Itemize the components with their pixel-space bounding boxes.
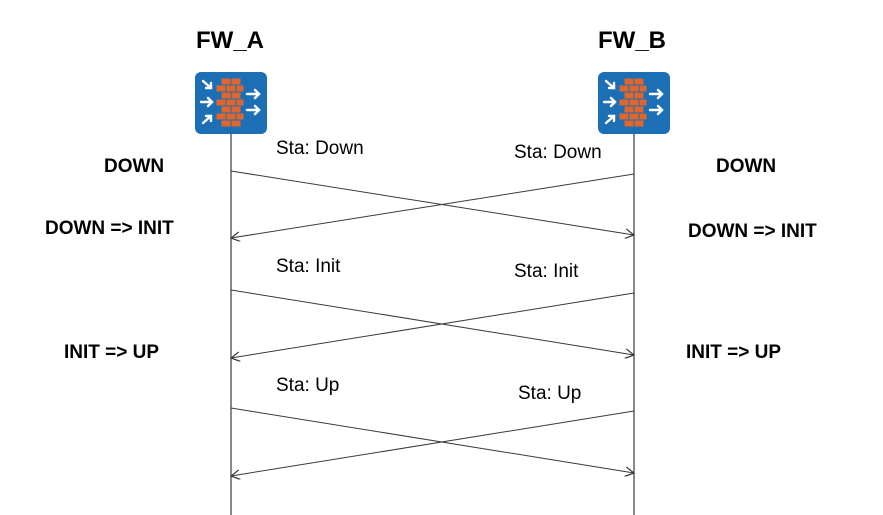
fw-a-state-1: DOWN [104,156,165,177]
fw-b-state-1: DOWN [716,156,777,177]
message-arrow-b-to-a-3 [231,410,635,476]
fw-b-state-3: INIT => UP [686,342,782,363]
message-label-b-1: Sta: Down [514,142,602,163]
node-title-fw-b: FW_B [598,27,666,54]
node-title-fw-a: FW_A [196,27,264,54]
message-arrow-a-to-b-2 [230,289,634,355]
message-label-a-2: Sta: Init [276,256,341,277]
message-label-a-3: Sta: Up [276,375,340,396]
fw-b-state-2: DOWN => INIT [688,221,817,242]
message-label-b-2: Sta: Init [514,261,579,282]
fw-a-state-2: DOWN => INIT [45,218,174,239]
firewall-icon [195,72,267,134]
fw-a-state-3: INIT => UP [64,342,160,363]
message-arrow-a-to-b-3 [230,407,634,473]
message-arrow-b-to-a-1 [231,173,635,238]
firewall-icon [598,72,670,134]
message-arrow-b-to-a-2 [231,292,635,358]
message-arrow-a-to-b-1 [230,170,634,235]
message-label-a-1: Sta: Down [276,138,364,159]
message-label-b-3: Sta: Up [518,383,582,404]
